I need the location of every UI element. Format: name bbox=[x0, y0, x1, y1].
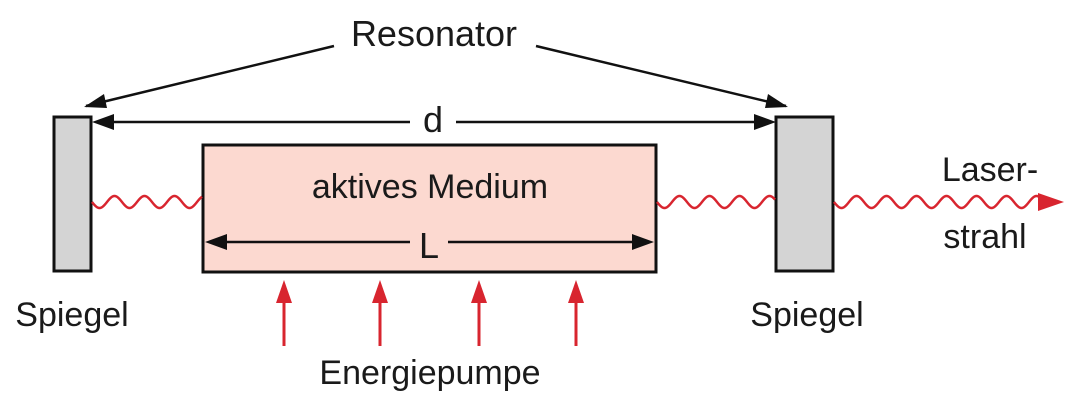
active-medium bbox=[201, 143, 658, 274]
mirror-left-label: Spiegel bbox=[15, 296, 128, 334]
pump-arrowhead-icon bbox=[372, 280, 388, 303]
resonator-arrowhead-left bbox=[84, 94, 107, 108]
energy-pump-label: Energiepumpe bbox=[319, 354, 540, 392]
length-l-arrowhead-right bbox=[632, 234, 654, 250]
distance-d-label: d bbox=[423, 99, 443, 140]
resonator-label: Resonator bbox=[351, 13, 517, 54]
distance-d-arrowhead-right bbox=[754, 114, 776, 130]
pump-arrowhead-icon bbox=[471, 280, 487, 303]
resonator-arrowhead-right bbox=[765, 94, 788, 108]
pump-arrowhead-icon bbox=[568, 280, 584, 303]
mirror-right-label: Spiegel bbox=[750, 296, 863, 334]
laser-beam-arrowhead bbox=[1038, 193, 1064, 211]
pump-arrowhead-icon bbox=[276, 280, 292, 303]
pump-arrows bbox=[276, 280, 584, 346]
mirror-right bbox=[774, 115, 835, 273]
mirror-left bbox=[52, 115, 93, 273]
laser-beam-label-line2: strahl bbox=[943, 218, 1026, 256]
distance-d-arrowhead-left bbox=[92, 114, 114, 130]
wave-left bbox=[91, 194, 203, 210]
length-l-arrowhead-left bbox=[205, 234, 227, 250]
length-l-label: L bbox=[419, 225, 439, 266]
laser-beam-wave bbox=[833, 194, 1041, 210]
laser-beam-label-line1: Laser- bbox=[942, 151, 1038, 189]
resonator-arrow-right bbox=[535, 44, 787, 108]
active-medium-label: aktives Medium bbox=[312, 168, 548, 206]
wave-middle bbox=[656, 194, 776, 210]
resonator-arrow-left bbox=[85, 44, 335, 108]
